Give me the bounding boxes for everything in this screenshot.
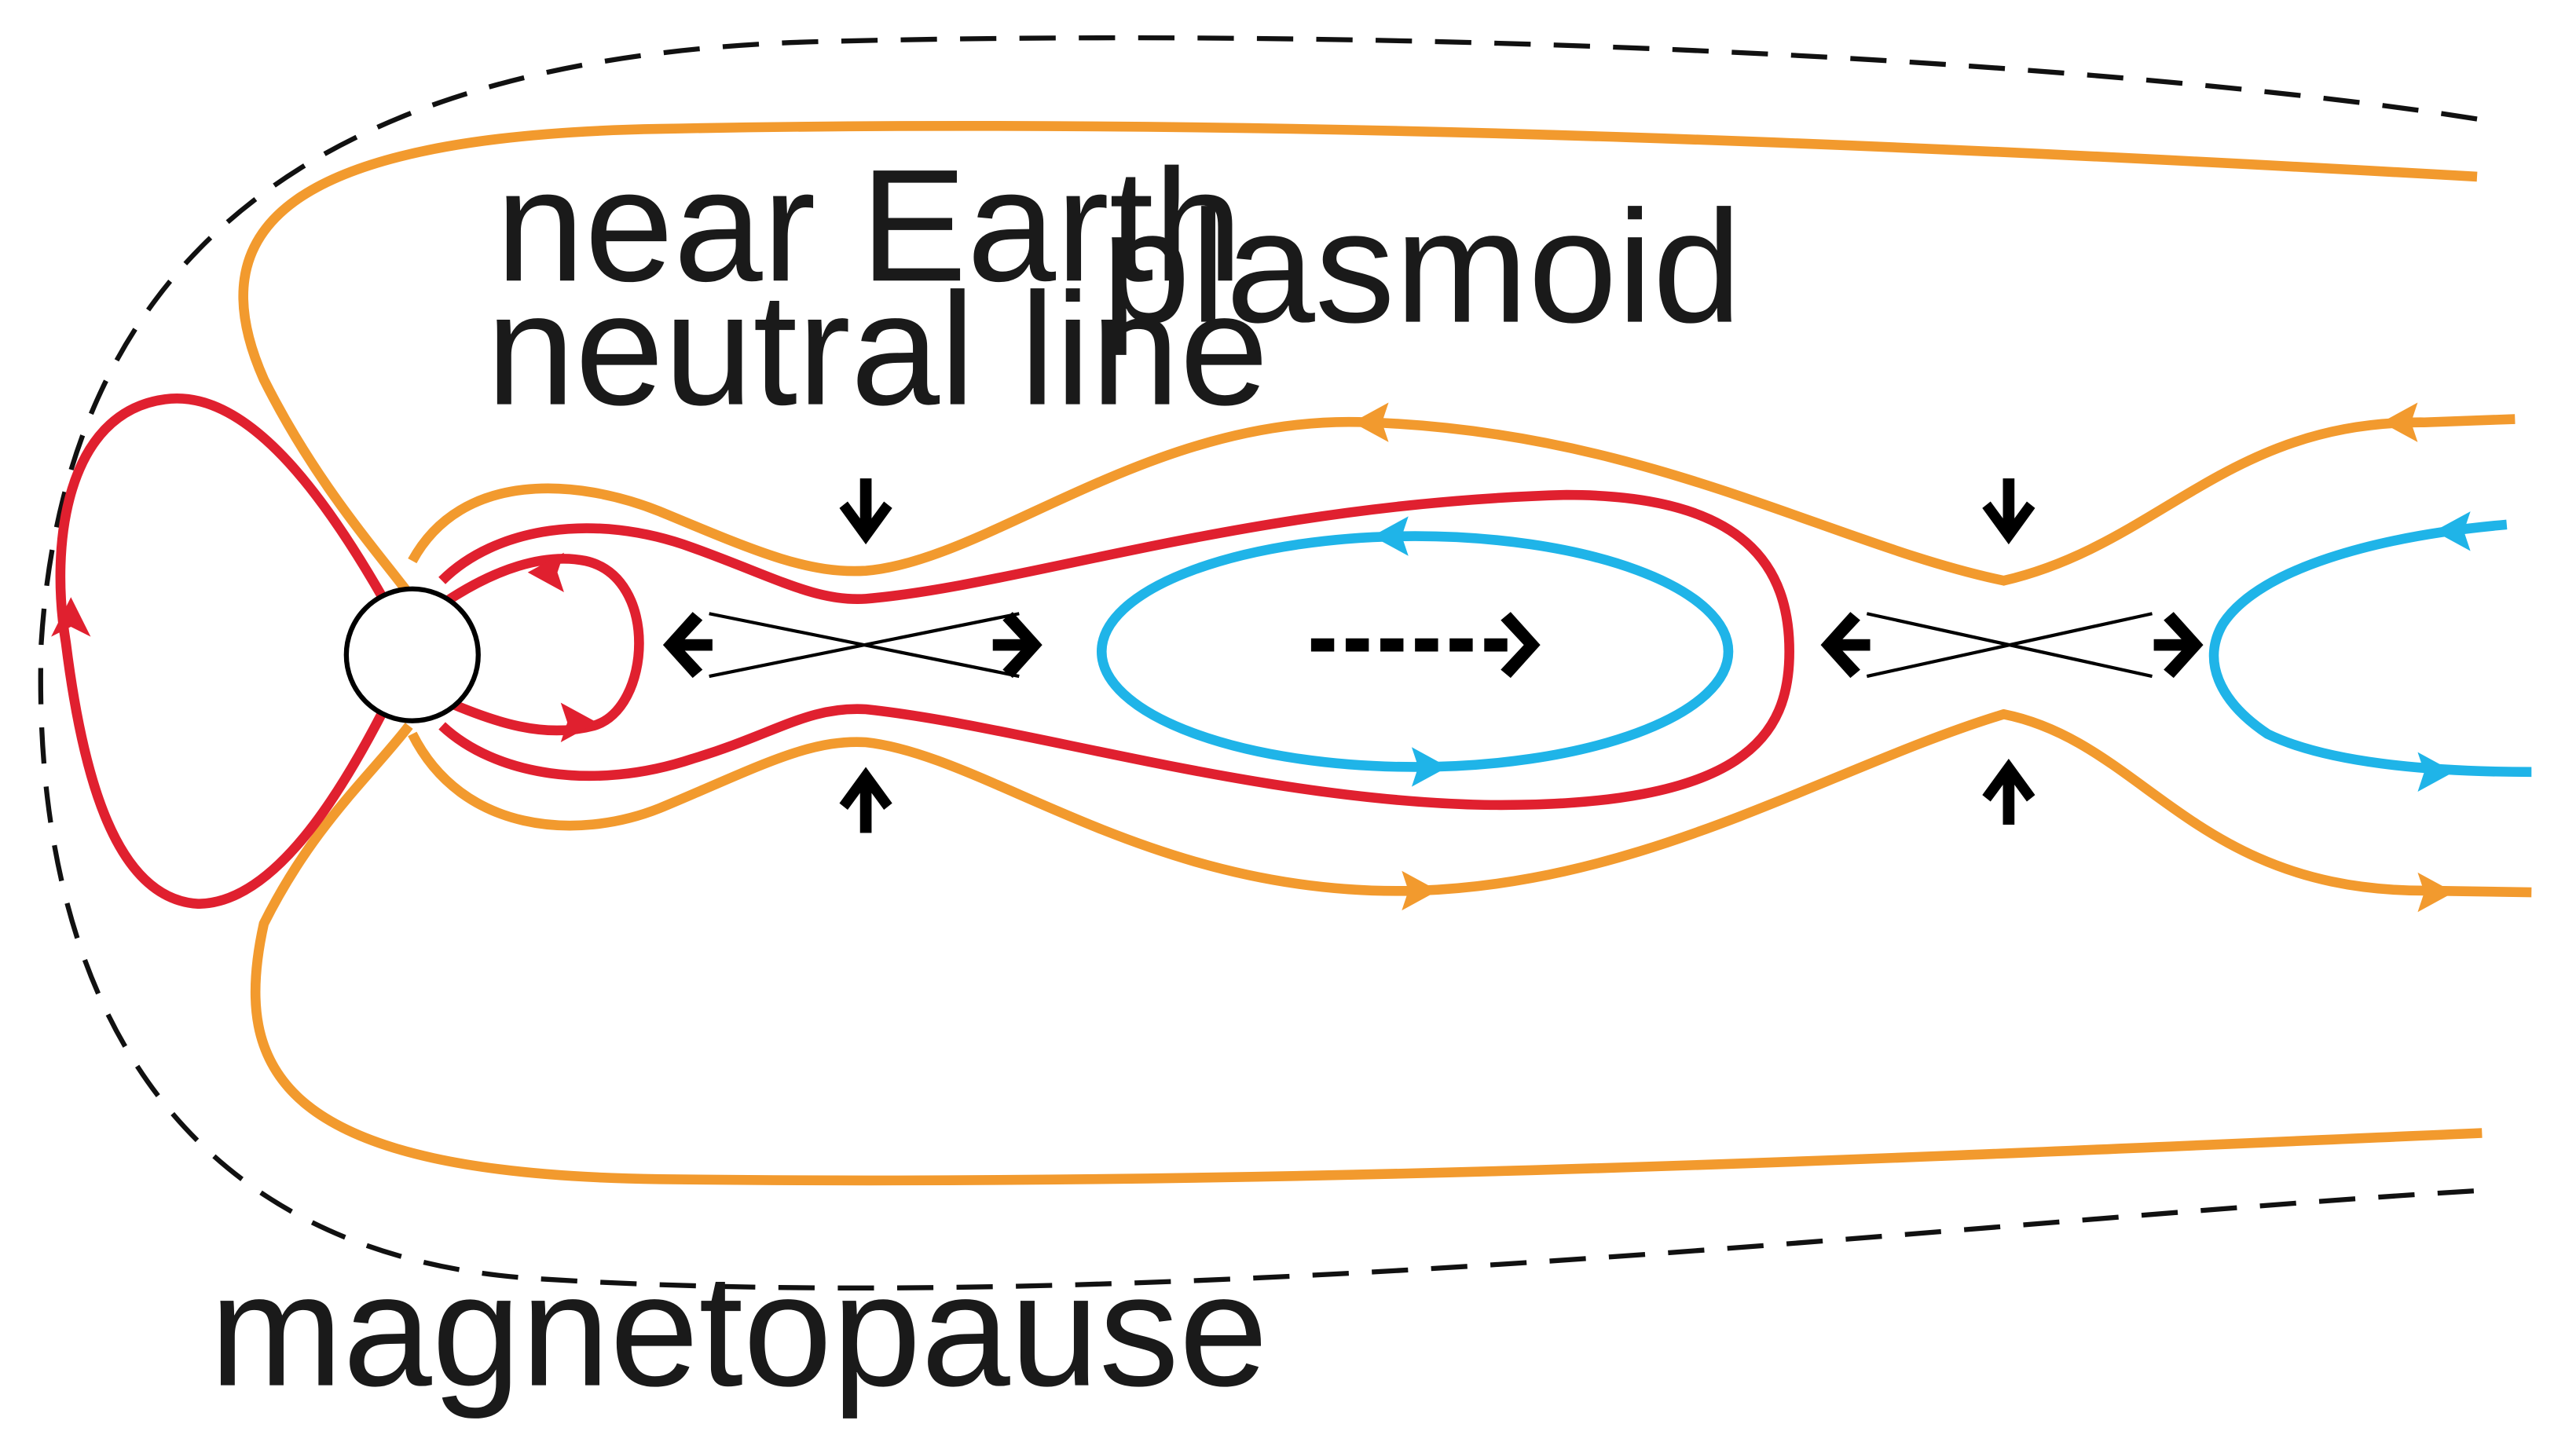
blue-field-lines	[1096, 519, 2532, 778]
magnetopause-label: magnetopause	[210, 1242, 1268, 1420]
near-earth-up-arrow	[839, 767, 892, 833]
red-arrow-inner-left	[527, 552, 564, 592]
orange-arrow-left-1	[1352, 402, 1389, 442]
blue-arrow-left	[1372, 516, 1409, 556]
near-earth-right-chevron	[992, 612, 1042, 679]
orange-arrow-right-2	[2417, 872, 2454, 913]
near-earth-left-chevron	[662, 612, 713, 679]
inflow-arrows	[839, 478, 2036, 833]
blue-tailward-loop	[2208, 519, 2532, 778]
orange-direction-arrows	[1352, 402, 2454, 913]
distant-right-chevron	[2153, 612, 2204, 679]
red-field-lines	[55, 393, 1794, 910]
earth	[343, 586, 481, 723]
distant-left-chevron	[1820, 612, 1871, 679]
magnetopause-boundary	[38, 35, 2478, 1290]
red-arrow-up	[51, 597, 91, 637]
blue-arrow-tail-left	[2434, 511, 2471, 551]
orange-field-line-upper	[408, 414, 2516, 586]
distant-x-line	[1866, 612, 2153, 679]
x-lines	[709, 612, 2153, 679]
distant-up-arrow	[1982, 758, 2036, 825]
outflow-arrows	[662, 612, 2204, 679]
plasmoid-motion-arrow	[1310, 612, 1541, 679]
red-direction-arrows	[51, 552, 597, 742]
blue-plasmoid-ellipse	[1096, 531, 1734, 772]
red-arrow-inner-right	[560, 702, 597, 742]
red-inner-loop	[442, 554, 644, 736]
orange-field-line-lower	[408, 708, 2532, 898]
outer-field-lines	[238, 120, 2483, 1186]
inner-orange-field-lines	[408, 414, 2532, 898]
red-dayside-loop	[55, 393, 417, 910]
orange-arrow-right-1	[1402, 870, 1438, 911]
blue-direction-arrows	[1372, 511, 2471, 792]
near-earth-x-line	[709, 612, 1020, 679]
outer-field-line-south	[250, 723, 2483, 1186]
near-earth-label-line1: near Earth	[496, 137, 1243, 315]
orange-arrow-left-2	[2381, 402, 2418, 442]
near-earth-label-line2: neutral line	[486, 261, 1269, 439]
outer-field-line-north	[238, 120, 2478, 597]
red-plasmoid-loop	[438, 489, 1794, 811]
blue-arrow-right	[1411, 747, 1449, 787]
distant-down-arrow	[1982, 478, 2036, 545]
plasmoid-label: plasmoid	[1101, 178, 1742, 357]
near-earth-down-arrow	[839, 478, 892, 545]
blue-arrow-tail-right	[2417, 752, 2454, 792]
